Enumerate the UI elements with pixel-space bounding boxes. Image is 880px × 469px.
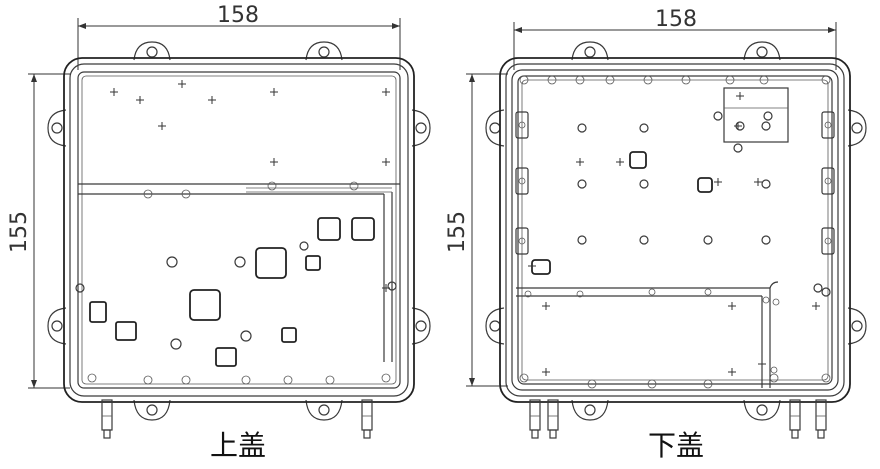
width-dimension: 158 bbox=[77, 3, 401, 70]
bottom-connectors bbox=[101, 399, 373, 439]
square-pads bbox=[531, 151, 713, 275]
crosshair-marks bbox=[528, 158, 820, 376]
height-dim-label: 155 bbox=[7, 211, 32, 253]
upper-cover-caption: 上盖 bbox=[210, 429, 266, 462]
width-dim-label: 158 bbox=[655, 7, 697, 32]
mounting-ears bbox=[485, 41, 867, 421]
partition-wall bbox=[78, 181, 400, 362]
housing-outline bbox=[499, 57, 851, 403]
mounting-plate bbox=[713, 87, 789, 153]
crosshair-marks bbox=[110, 80, 390, 292]
upper-cover-view: 158 155 bbox=[7, 3, 431, 462]
height-dimension: 155 bbox=[445, 73, 508, 387]
width-dimension: 158 bbox=[513, 7, 837, 70]
lower-cover-view: 158 155 bbox=[445, 7, 867, 462]
lower-cover-caption: 下盖 bbox=[648, 429, 704, 462]
width-dim-label: 158 bbox=[217, 3, 259, 28]
bottom-connectors bbox=[529, 399, 827, 439]
side-ribs bbox=[515, 75, 835, 255]
height-dim-label: 155 bbox=[445, 211, 470, 253]
lower-compartment bbox=[516, 281, 780, 388]
square-pads bbox=[89, 217, 375, 367]
round-bosses bbox=[519, 123, 831, 389]
round-bosses bbox=[75, 241, 397, 385]
mounting-ears bbox=[47, 41, 431, 421]
housing-outline bbox=[63, 57, 415, 403]
height-dimension: 155 bbox=[7, 73, 70, 389]
